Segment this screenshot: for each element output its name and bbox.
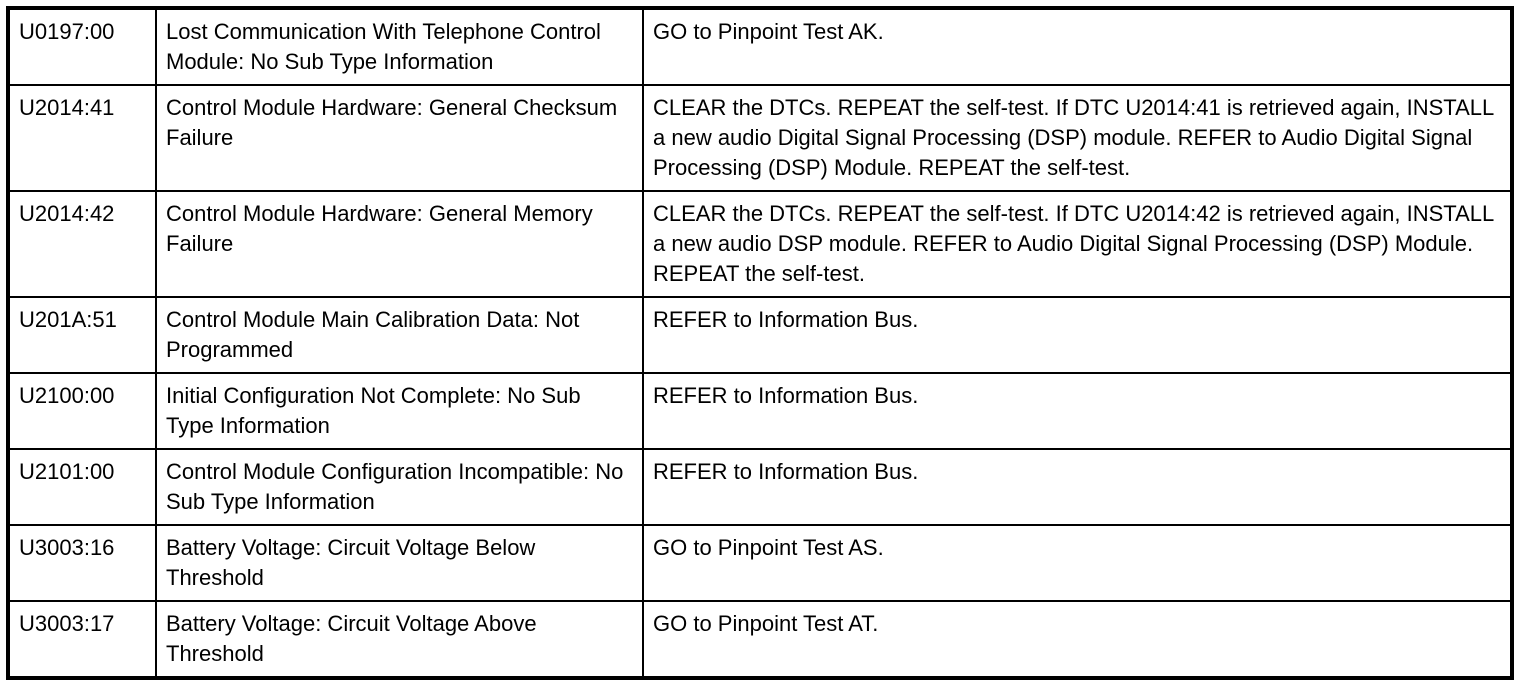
table-row: U2101:00 Control Module Configuration In… <box>7 448 1513 526</box>
dtc-action-cell: CLEAR the DTCs. REPEAT the self-test. If… <box>642 190 1513 298</box>
dtc-code-cell: U2014:41 <box>7 84 157 192</box>
dtc-action-cell: REFER to Information Bus. <box>642 372 1513 450</box>
table-row: U2100:00 Initial Configuration Not Compl… <box>7 372 1513 450</box>
dtc-description-cell: Control Module Main Calibration Data: No… <box>155 296 644 374</box>
dtc-action-cell: GO to Pinpoint Test AS. <box>642 524 1513 602</box>
dtc-action-cell: REFER to Information Bus. <box>642 296 1513 374</box>
dtc-description-cell: Control Module Hardware: General Checksu… <box>155 84 644 192</box>
dtc-code-cell: U3003:17 <box>7 600 157 679</box>
table-row: U3003:17 Battery Voltage: Circuit Voltag… <box>7 600 1513 679</box>
table-row: U2014:41 Control Module Hardware: Genera… <box>7 84 1513 192</box>
dtc-action-cell: REFER to Information Bus. <box>642 448 1513 526</box>
dtc-table: U0197:00 Lost Communication With Telepho… <box>6 6 1514 680</box>
dtc-description-cell: Control Module Hardware: General Memory … <box>155 190 644 298</box>
dtc-action-cell: GO to Pinpoint Test AT. <box>642 600 1513 679</box>
table-row: U3003:16 Battery Voltage: Circuit Voltag… <box>7 524 1513 602</box>
dtc-code-cell: U2100:00 <box>7 372 157 450</box>
dtc-code-cell: U0197:00 <box>7 7 157 86</box>
dtc-action-cell: GO to Pinpoint Test AK. <box>642 7 1513 86</box>
table-row: U2014:42 Control Module Hardware: Genera… <box>7 190 1513 298</box>
dtc-code-cell: U2101:00 <box>7 448 157 526</box>
dtc-action-cell: CLEAR the DTCs. REPEAT the self-test. If… <box>642 84 1513 192</box>
dtc-code-cell: U201A:51 <box>7 296 157 374</box>
dtc-description-cell: Lost Communication With Telephone Contro… <box>155 7 644 86</box>
dtc-description-cell: Battery Voltage: Circuit Voltage Below T… <box>155 524 644 602</box>
dtc-description-cell: Control Module Configuration Incompatibl… <box>155 448 644 526</box>
dtc-description-cell: Initial Configuration Not Complete: No S… <box>155 372 644 450</box>
table-row: U201A:51 Control Module Main Calibration… <box>7 296 1513 374</box>
dtc-description-cell: Battery Voltage: Circuit Voltage Above T… <box>155 600 644 679</box>
dtc-code-cell: U3003:16 <box>7 524 157 602</box>
dtc-table-body: U0197:00 Lost Communication With Telepho… <box>7 7 1513 679</box>
dtc-code-cell: U2014:42 <box>7 190 157 298</box>
table-row: U0197:00 Lost Communication With Telepho… <box>7 7 1513 86</box>
